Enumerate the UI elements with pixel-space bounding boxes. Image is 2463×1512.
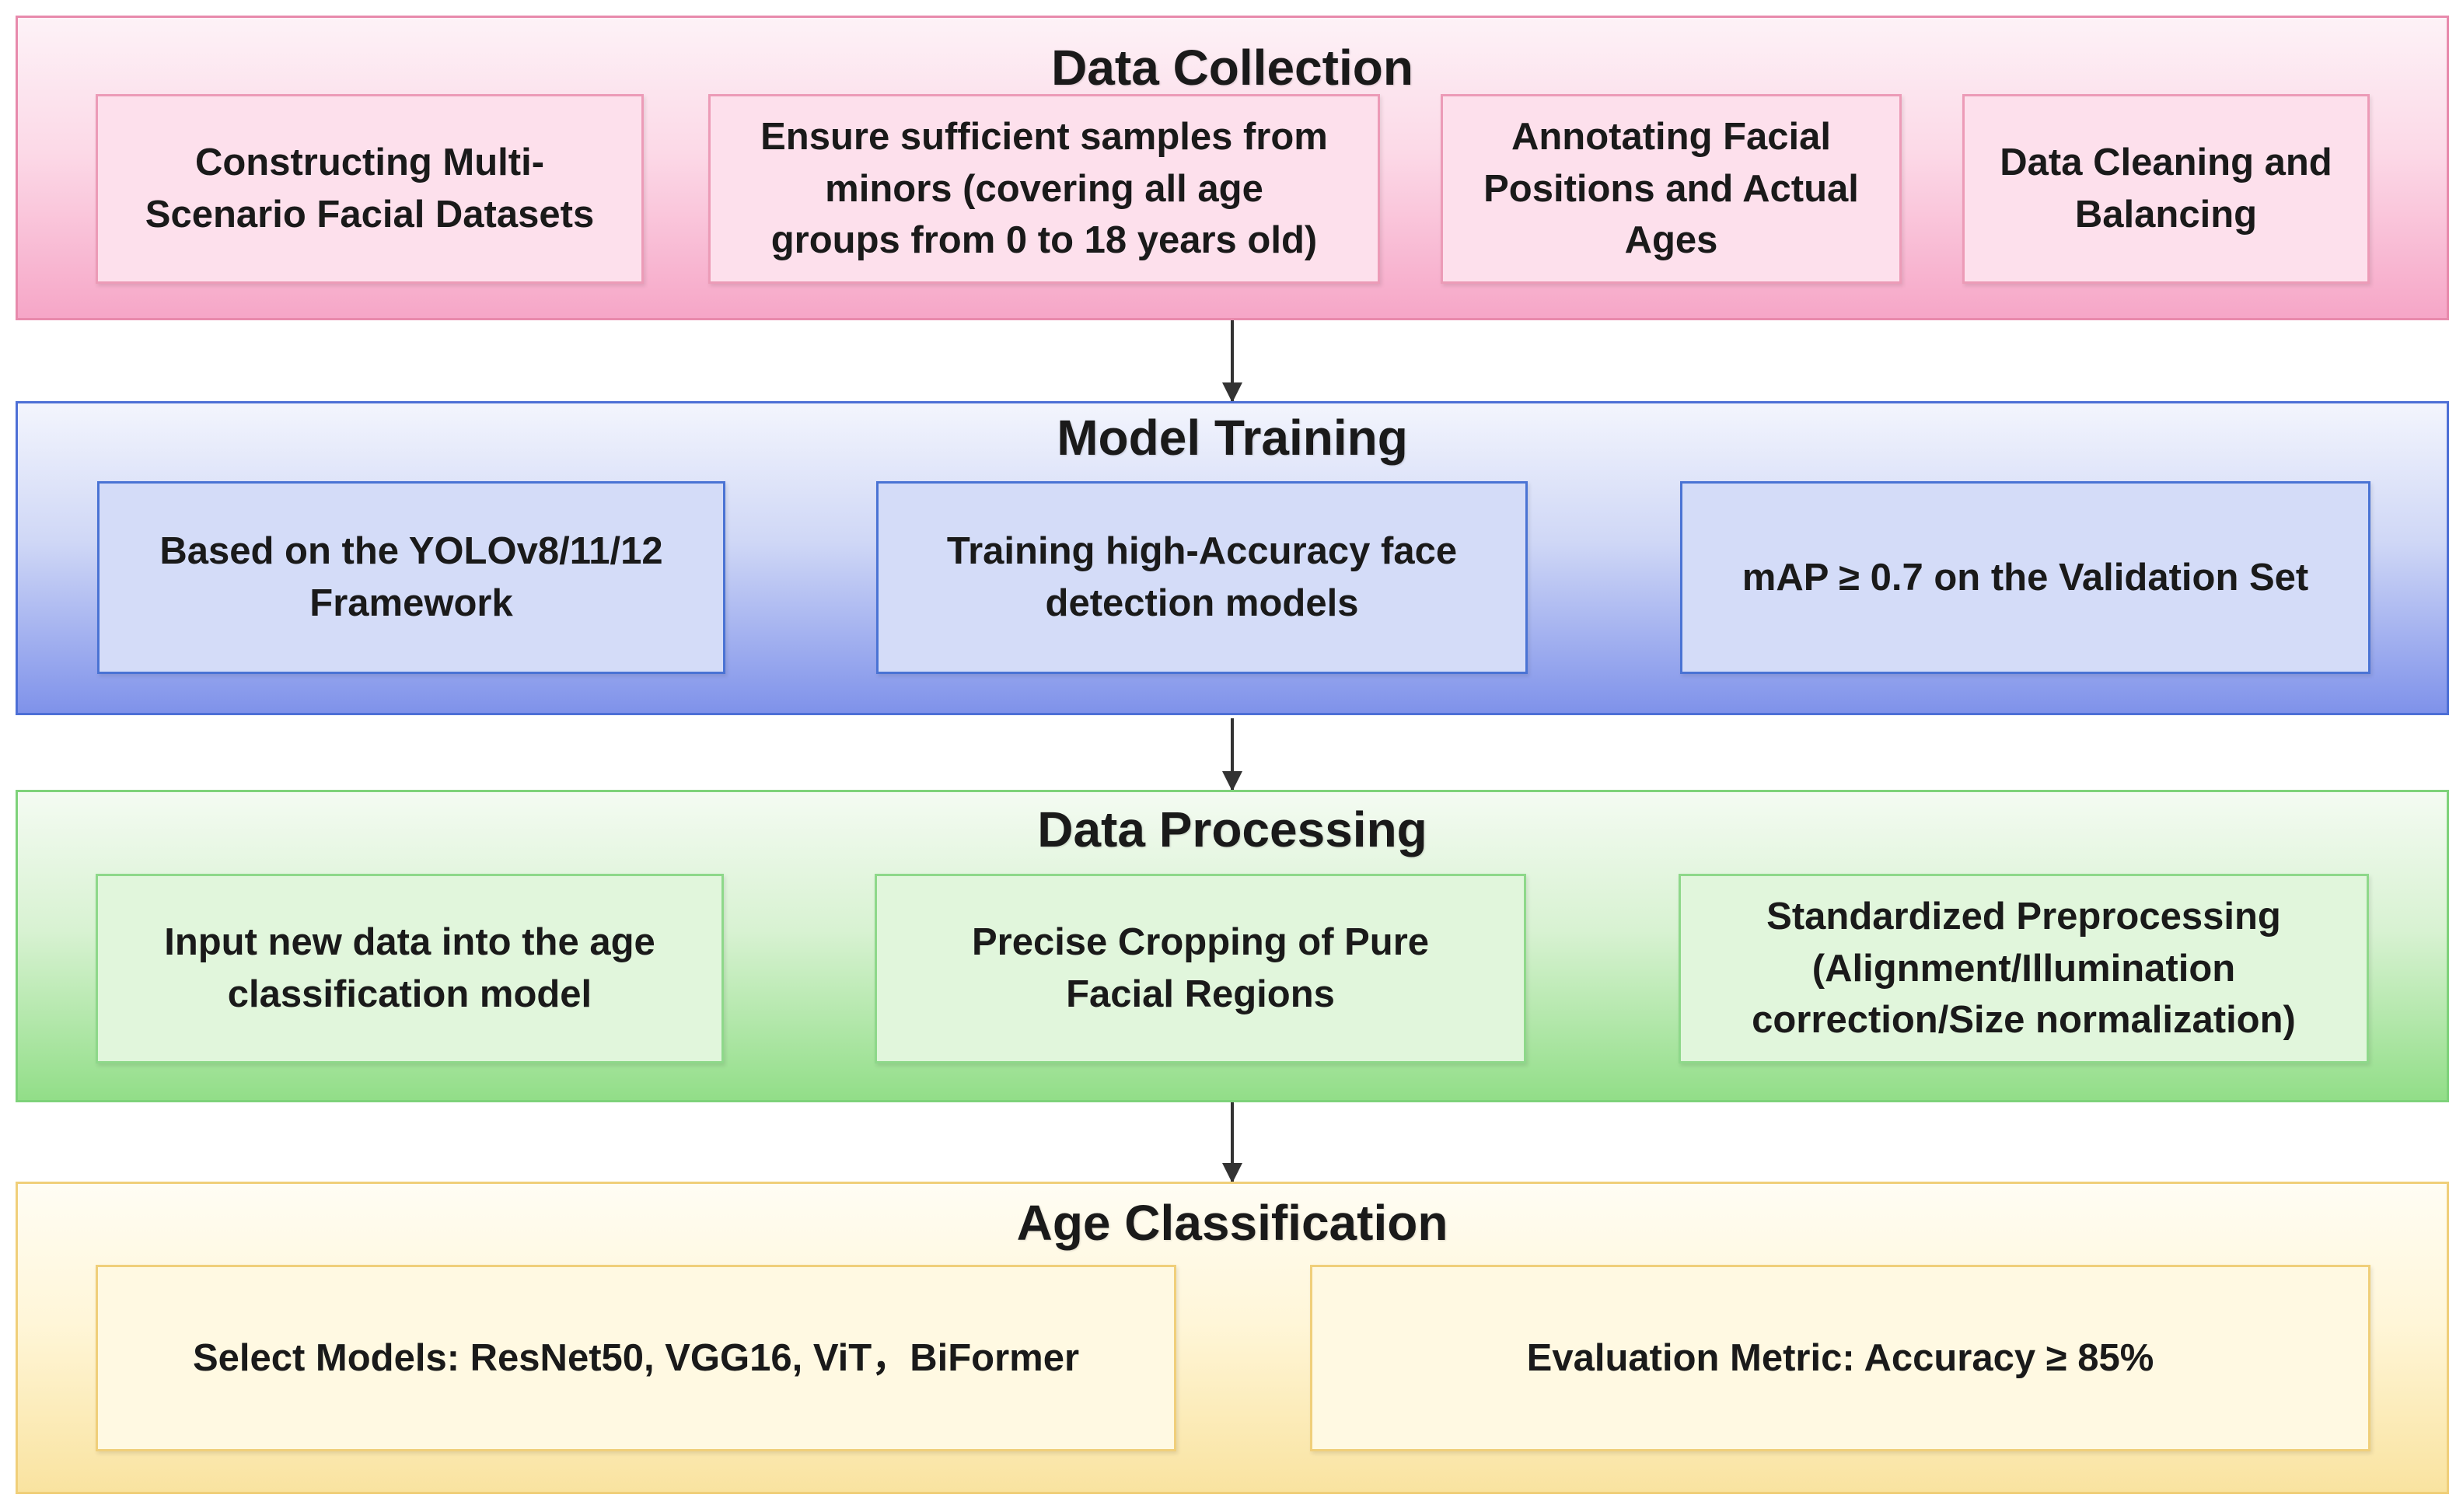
flow-arrow — [1222, 718, 1242, 791]
step-box-cleaning: Data Cleaning and Balancing — [1962, 94, 2370, 284]
step-box-minor-samples: Ensure sufficient samples from minors (c… — [708, 94, 1380, 284]
step-box-preprocessing: Standardized Preprocessing (Alignment/Il… — [1679, 874, 2369, 1063]
flow-arrow — [1222, 320, 1242, 403]
stage-title: Data Collection — [1051, 40, 1413, 96]
step-box-select-models: Select Models: ResNet50, VGG16, ViT，BiFo… — [96, 1265, 1176, 1451]
stage-data-collection: Data Collection Constructing Multi- Scen… — [16, 16, 2449, 320]
step-box-input-data: Input new data into the age classificati… — [96, 874, 724, 1063]
step-box-map-metric: mAP ≥ 0.7 on the Validation Set — [1680, 481, 2370, 674]
stage-title: Age Classification — [1016, 1195, 1448, 1251]
stage-title: Data Processing — [1037, 801, 1427, 857]
step-box-cropping: Precise Cropping of Pure Facial Regions — [875, 874, 1526, 1063]
stage-age-classification: Age Classification Select Models: ResNet… — [16, 1182, 2449, 1494]
step-box-face-detection: Training high-Accuracy face detection mo… — [876, 481, 1528, 674]
step-box-evaluation-metric: Evaluation Metric: Accuracy ≥ 85% — [1310, 1265, 2370, 1451]
stage-title: Model Training — [1057, 410, 1408, 466]
step-box-constructing-datasets: Constructing Multi- Scenario Facial Data… — [96, 94, 644, 284]
flow-arrow — [1222, 1102, 1242, 1183]
stage-data-processing: Data Processing Input new data into the … — [16, 790, 2449, 1102]
stage-model-training: Model Training Based on the YOLOv8/11/12… — [16, 401, 2449, 715]
step-box-yolo-framework: Based on the YOLOv8/11/12 Framework — [97, 481, 725, 674]
step-box-annotating: Annotating Facial Positions and Actual A… — [1441, 94, 1902, 284]
